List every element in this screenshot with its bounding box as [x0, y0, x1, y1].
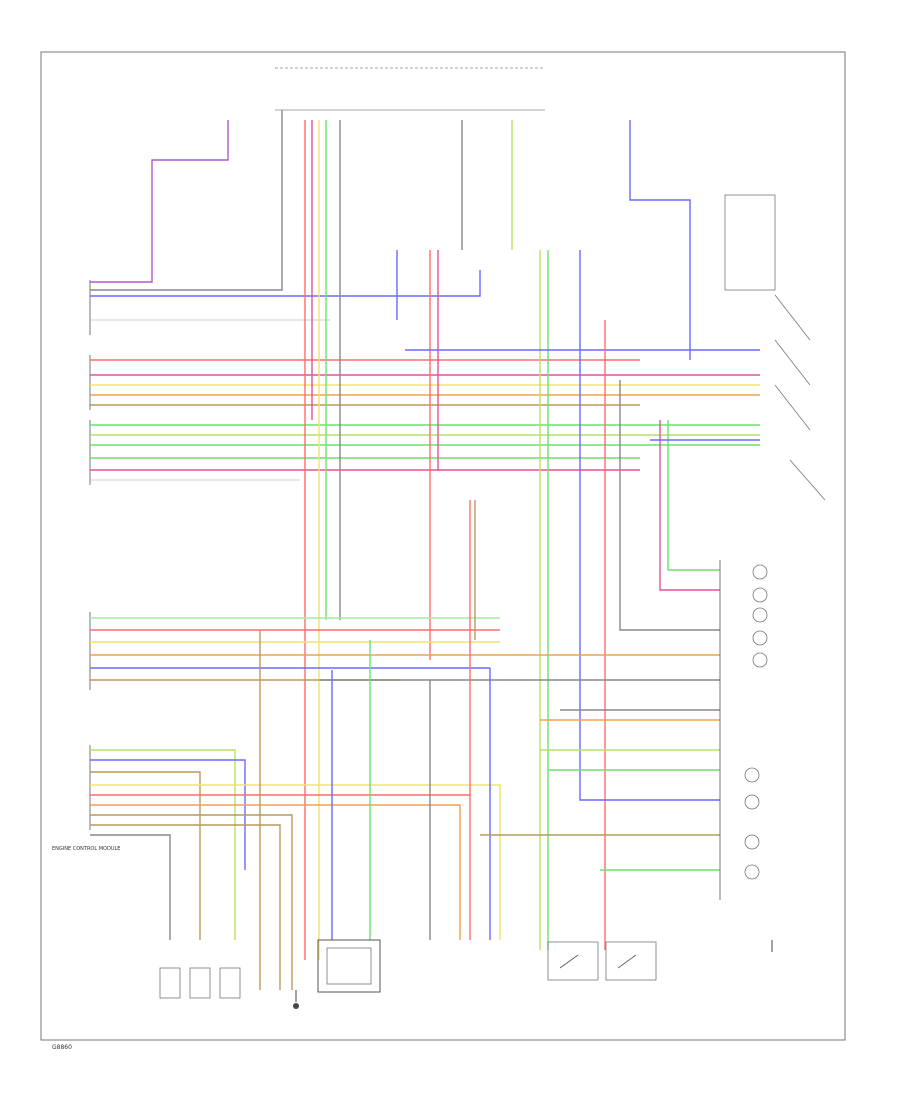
throttle-position-sensor	[317, 939, 381, 993]
wire-blue-a	[90, 270, 481, 297]
shift-solenoid-switch	[789, 459, 826, 501]
right-top-box	[724, 194, 776, 291]
wire-gray-r	[619, 380, 720, 631]
ecm-block-label: ENGINE CONTROL MODULE	[52, 846, 120, 852]
wire-blue-l1	[90, 759, 246, 870]
wire-gray-l1	[90, 834, 171, 940]
indicator-lamp-6	[744, 767, 760, 783]
indicator-lamp-5	[752, 652, 768, 668]
footer-code: G8860	[52, 1044, 72, 1051]
indicator-lamp-1	[752, 564, 768, 580]
wire-brown-l1	[90, 771, 201, 940]
wire-violet-top	[90, 120, 229, 283]
indicator-lamp-9	[744, 864, 760, 880]
wire-yellow-l1	[90, 784, 501, 940]
wire-brown-l3	[90, 824, 281, 990]
ground-symbol	[293, 990, 299, 1009]
wire-lime-l1	[90, 749, 236, 940]
transmission-range-switch	[774, 294, 811, 431]
indicator-lamp-8	[744, 834, 760, 850]
indicator-lamp-7	[744, 794, 760, 810]
wire-green-r	[667, 420, 720, 571]
wire-harness	[90, 110, 760, 990]
wire-orange-l1	[90, 804, 461, 940]
overdrive-switch	[547, 941, 599, 981]
wire-blue-r2	[579, 250, 720, 801]
solenoid-group-left	[159, 967, 241, 999]
indicator-lamp-4	[752, 630, 768, 646]
wire-blue-v2	[629, 120, 691, 360]
wire-gray-a	[90, 110, 283, 291]
wire-pink-r	[659, 420, 720, 591]
indicator-lamp-cluster	[719, 560, 768, 900]
indicator-lamp-3	[752, 607, 768, 623]
wire-brown-l2	[90, 814, 293, 990]
diagram-frame	[40, 51, 846, 1041]
pattern-select-switch	[605, 941, 657, 981]
indicator-lamp-2	[752, 587, 768, 603]
